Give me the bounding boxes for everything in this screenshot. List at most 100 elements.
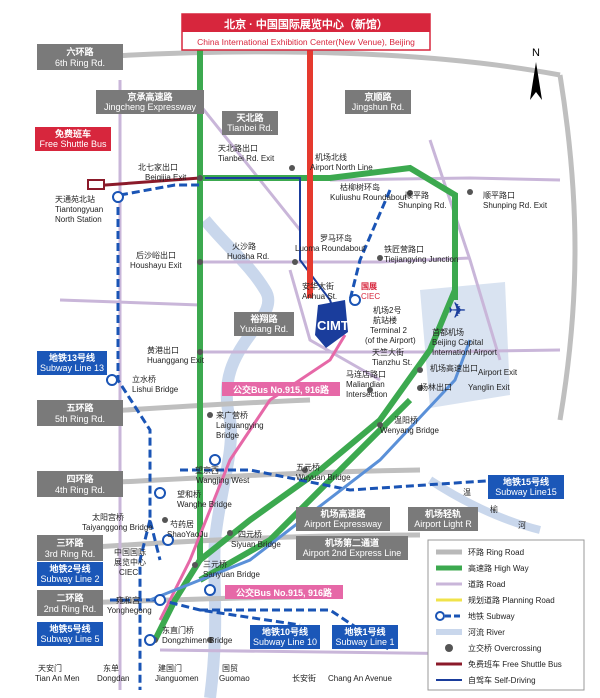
svg-text:来广营桥: 来广营桥 <box>216 410 248 420</box>
north-arrow: N <box>530 47 542 100</box>
svg-text:安华大街: 安华大街 <box>302 281 334 291</box>
svg-text:Subway Line 2: Subway Line 2 <box>40 574 99 584</box>
svg-text:顺平路: 顺平路 <box>405 190 429 200</box>
svg-text:环路 Ring Road: 环路 Ring Road <box>468 547 524 557</box>
svg-text:Sanyuan Bridge: Sanyuan Bridge <box>203 570 260 579</box>
svg-text:Tianbei Rd. Exit: Tianbei Rd. Exit <box>218 154 275 163</box>
svg-text:地铁5号线: 地铁5号线 <box>49 623 90 634</box>
svg-text:国贸: 国贸 <box>222 663 238 673</box>
svg-text:后沙峪出口: 后沙峪出口 <box>136 250 176 260</box>
svg-text:展览中心: 展览中心 <box>114 557 146 567</box>
svg-text:河: 河 <box>518 520 526 530</box>
svg-text:Dongdan: Dongdan <box>97 674 129 683</box>
svg-text:Taiyanggong Bridge: Taiyanggong Bridge <box>82 523 153 532</box>
svg-text:榆: 榆 <box>490 504 498 514</box>
svg-text:太阳宫桥: 太阳宫桥 <box>92 512 124 522</box>
svg-text:Dongzhimen Bridge: Dongzhimen Bridge <box>162 636 233 645</box>
svg-text:公交Bus No.915, 916路: 公交Bus No.915, 916路 <box>233 384 330 395</box>
svg-text:道路 Road: 道路 Road <box>468 579 505 589</box>
airport-light-rail <box>149 339 472 602</box>
svg-text:建国门: 建国门 <box>158 663 182 673</box>
svg-text:Laiguangying: Laiguangying <box>216 421 264 430</box>
svg-text:Shunping Rd.: Shunping Rd. <box>398 201 446 210</box>
svg-text:中国国际: 中国国际 <box>114 547 146 557</box>
svg-text:Luoma Roundabout: Luoma Roundabout <box>295 244 366 253</box>
svg-text:Airport North Line: Airport North Line <box>310 163 373 172</box>
svg-text:罗马环岛: 罗马环岛 <box>320 233 352 243</box>
svg-text:Subway Line 1: Subway Line 1 <box>335 637 394 647</box>
ring-road-tags: 六环路 6th Ring Rd. 五环路 5th Ring Rd. 四环路 4t… <box>37 44 123 616</box>
svg-text:Maliandian: Maliandian <box>346 380 385 389</box>
svg-text:Wuyuan Bridge: Wuyuan Bridge <box>296 473 351 482</box>
svg-text:Shunping Rd. Exit: Shunping Rd. Exit <box>483 201 548 210</box>
svg-text:Jingshun Rd.: Jingshun Rd. <box>352 102 405 112</box>
svg-text:河流 River: 河流 River <box>468 627 505 637</box>
subway-station-icons <box>106 191 361 646</box>
svg-text:Intersection: Intersection <box>346 390 387 399</box>
svg-text:Wangjing West: Wangjing West <box>196 476 250 485</box>
svg-text:Houshayu Exit: Houshayu Exit <box>130 261 182 270</box>
svg-text:温: 温 <box>463 488 471 497</box>
svg-text:地铁10号线: 地铁10号线 <box>262 626 308 637</box>
svg-text:Subway Line 10: Subway Line 10 <box>253 637 317 647</box>
svg-text:地铁15号线: 地铁15号线 <box>503 476 549 487</box>
svg-text:五元桥: 五元桥 <box>296 462 320 472</box>
svg-text:五环路: 五环路 <box>66 402 94 413</box>
svg-text:N: N <box>532 47 540 59</box>
svg-text:马连店路口: 马连店路口 <box>346 369 386 379</box>
svg-text:Yuxiang Rd.: Yuxiang Rd. <box>240 324 289 334</box>
svg-text:Subway Line 5: Subway Line 5 <box>40 634 99 644</box>
svg-text:机场2号: 机场2号 <box>373 305 401 315</box>
svg-text:Bridge: Bridge <box>216 431 240 440</box>
svg-text:3rd Ring Rd.: 3rd Ring Rd. <box>45 549 96 559</box>
title-en: China International Exhibition Center(Ne… <box>197 37 415 47</box>
svg-text:地铁 Subway: 地铁 Subway <box>468 611 515 621</box>
svg-text:天北路出口: 天北路出口 <box>218 143 258 153</box>
svg-text:机场高速出口: 机场高速出口 <box>430 363 478 373</box>
svg-text:裕翔路: 裕翔路 <box>249 313 278 324</box>
svg-text:6th Ring Rd.: 6th Ring Rd. <box>55 58 105 68</box>
svg-text:东单: 东单 <box>103 663 119 673</box>
svg-text:Subway Line15: Subway Line15 <box>495 487 557 497</box>
svg-text:二环路: 二环路 <box>56 592 84 603</box>
svg-text:杨林出口: 杨林出口 <box>420 382 452 392</box>
svg-text:京承高速路: 京承高速路 <box>127 91 173 102</box>
svg-text:Terminal 2: Terminal 2 <box>370 326 407 335</box>
svg-text:地铁13号线: 地铁13号线 <box>49 352 95 363</box>
svg-text:Jianguomen: Jianguomen <box>155 674 199 683</box>
svg-text:铁匠营路口: 铁匠营路口 <box>384 244 424 254</box>
svg-text:Kuliushu Roundabout: Kuliushu Roundabout <box>330 193 407 202</box>
svg-text:Tianzhu St.: Tianzhu St. <box>372 358 412 367</box>
svg-text:地铁1号线: 地铁1号线 <box>344 626 385 637</box>
svg-text:Beijing Capital: Beijing Capital <box>432 338 483 347</box>
svg-text:四环路: 四环路 <box>66 473 94 484</box>
title-banner: 北京 · 中国国际展览中心（新馆） China International Ex… <box>181 13 431 51</box>
svg-text:顺平路口: 顺平路口 <box>483 190 515 200</box>
svg-text:四元桥: 四元桥 <box>238 529 262 539</box>
svg-text:(of the Airport): (of the Airport) <box>365 336 416 345</box>
svg-text:Jingcheng Expressway: Jingcheng Expressway <box>104 102 197 112</box>
title-cn: 北京 · 中国国际展览中心（新馆） <box>224 17 388 31</box>
svg-text:黄港出口: 黄港出口 <box>147 345 179 355</box>
legend: 环路 Ring Road 高速路 High Way 道路 Road 规划道路 P… <box>427 539 585 691</box>
svg-text:Huanggang Exit: Huanggang Exit <box>147 356 205 365</box>
svg-text:免费班车: 免费班车 <box>55 128 91 139</box>
bus-route <box>158 334 347 621</box>
title-leader <box>307 48 313 298</box>
svg-text:Tian An Men: Tian An Men <box>35 674 80 683</box>
svg-text:免费班车 Free Shuttle Bus: 免费班车 Free Shuttle Bus <box>468 659 562 669</box>
svg-text:芍药居: 芍药居 <box>170 519 194 529</box>
svg-text:规划道路 Planning Road: 规划道路 Planning Road <box>468 595 555 605</box>
subways <box>110 183 501 690</box>
svg-text:ShaoYaoJu: ShaoYaoJu <box>167 530 208 539</box>
svg-text:东直门桥: 东直门桥 <box>162 625 194 635</box>
svg-text:三元桥: 三元桥 <box>203 559 227 569</box>
svg-text:Airport Exit: Airport Exit <box>478 368 518 377</box>
svg-text:机场轻轨: 机场轻轨 <box>425 508 461 519</box>
svg-text:火沙路: 火沙路 <box>232 241 256 251</box>
svg-text:首都机场: 首都机场 <box>432 327 464 337</box>
roads <box>59 80 561 690</box>
svg-text:温阳桥: 温阳桥 <box>394 415 418 425</box>
shuttle-route <box>91 176 201 188</box>
